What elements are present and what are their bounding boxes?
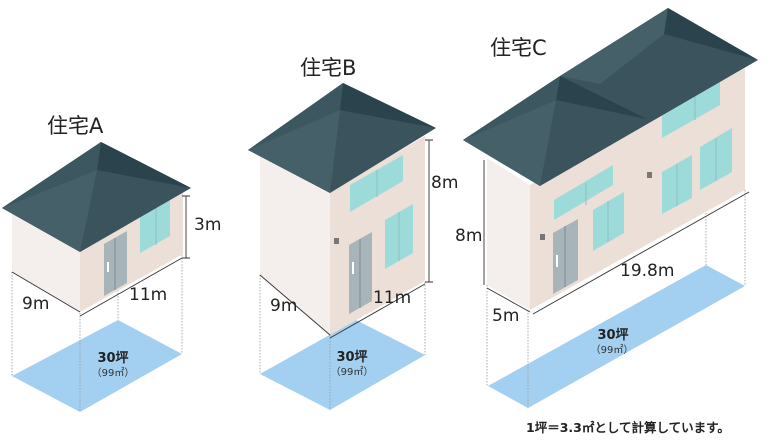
house-c-height: 8m [455, 226, 482, 246]
house-a: 住宅A 3m 9m 11m 30坪 （99㎡） [2, 114, 221, 412]
floor-area-b [260, 320, 425, 410]
house-c: 住宅C 8m 5m 19.8m 30坪 （99㎡） [455, 8, 758, 408]
house-c-title: 住宅C [490, 36, 547, 60]
house-a-area-m2: （99㎡） [92, 367, 135, 379]
footnote: 1坪＝3.3㎡として計算しています。 [526, 420, 730, 435]
house-b-width: 9m [270, 296, 297, 316]
front-wall-c [530, 68, 745, 310]
house-b-depth: 11m [373, 288, 411, 308]
side-wall-a [12, 210, 80, 312]
house-c-width: 5m [492, 306, 519, 326]
house-a-area-tsubo: 30坪 [97, 351, 128, 366]
house-a-title: 住宅A [47, 114, 104, 138]
house-c-area-m2: （99㎡） [591, 344, 634, 356]
house-a-height: 3m [194, 215, 221, 235]
house-c-depth: 19.8m [620, 261, 674, 281]
house-b-title: 住宅B [300, 56, 356, 80]
house-b-area-tsubo: 30坪 [336, 350, 367, 365]
wall-light-b [334, 238, 339, 244]
side-wall-b [260, 150, 330, 335]
floor-area-a [12, 320, 182, 412]
floor-area-c [488, 265, 745, 408]
house-b-height: 8m [431, 173, 458, 193]
house-a-depth: 11m [129, 285, 167, 305]
side-wall-c [487, 158, 530, 310]
house-c-area-tsubo: 30坪 [597, 328, 628, 343]
house-b-area-m2: （99㎡） [331, 366, 374, 378]
house-b: 住宅B 8m 9m 11m 30坪 （99㎡） [248, 56, 458, 410]
house-a-width: 9m [22, 294, 49, 314]
